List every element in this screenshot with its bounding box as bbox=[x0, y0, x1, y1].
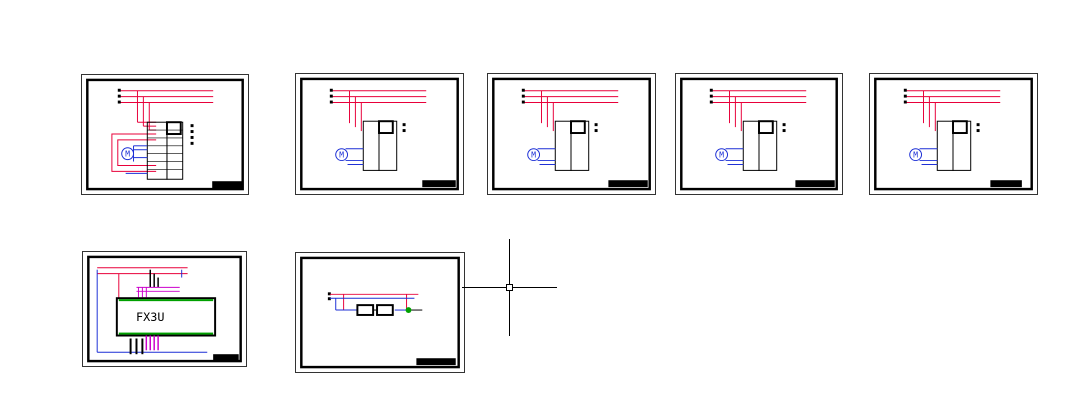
motor-schematic-3: M bbox=[492, 77, 651, 191]
motor-label: M bbox=[125, 150, 130, 159]
motor-label: M bbox=[719, 151, 724, 160]
title-block bbox=[422, 180, 456, 188]
drawing-sheet-control[interactable] bbox=[295, 252, 465, 373]
title-block bbox=[416, 358, 456, 366]
motor-schematic-5: M bbox=[874, 77, 1033, 191]
motor-label: M bbox=[339, 151, 344, 160]
drawing-sheet-motor-5[interactable]: M bbox=[869, 73, 1038, 195]
plc-schematic: FX3U bbox=[87, 255, 242, 363]
motor-label: M bbox=[913, 151, 918, 160]
title-block bbox=[213, 354, 239, 361]
motor-schematic-2: M bbox=[300, 77, 459, 191]
title-block bbox=[212, 181, 242, 189]
motor-icon bbox=[909, 148, 923, 162]
control-circuit-schematic bbox=[300, 256, 460, 369]
motor-icon bbox=[121, 147, 135, 161]
plc-module bbox=[115, 297, 217, 337]
drawing-sheet-motor-1[interactable]: M bbox=[81, 74, 249, 195]
motor-schematic-4: M bbox=[680, 77, 838, 191]
drawing-sheet-motor-3[interactable]: M bbox=[487, 73, 656, 195]
title-block bbox=[990, 180, 1022, 188]
motor-icon bbox=[715, 148, 729, 162]
drawing-sheet-motor-2[interactable]: M bbox=[295, 73, 464, 195]
title-block bbox=[795, 180, 835, 188]
motor-schematic-1: M bbox=[86, 78, 244, 191]
motor-icon bbox=[335, 148, 349, 162]
motor-icon bbox=[527, 148, 541, 162]
plc-label: FX3U bbox=[136, 310, 164, 324]
title-block bbox=[608, 180, 648, 188]
motor-label: M bbox=[531, 151, 536, 160]
drawing-sheet-plc[interactable]: FX3U bbox=[82, 251, 247, 367]
drawing-sheet-motor-4[interactable]: M bbox=[675, 73, 843, 195]
